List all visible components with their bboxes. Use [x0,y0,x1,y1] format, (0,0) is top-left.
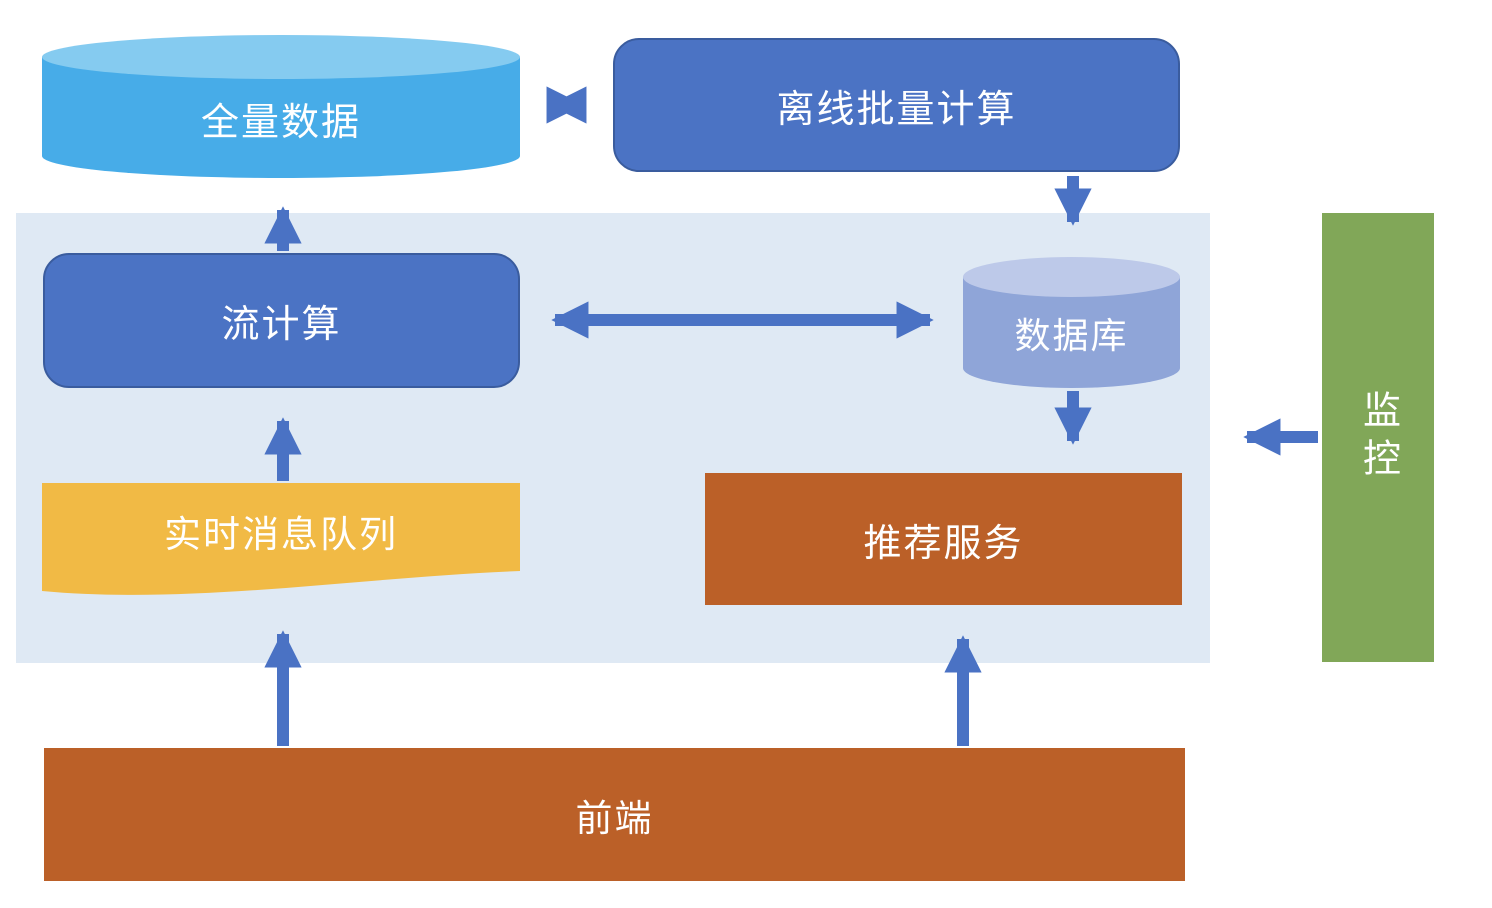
node-monitoring: 监控 [1322,213,1434,662]
node-label: 推荐服务 [863,522,1024,565]
node-label: 前端 [575,797,654,839]
node-realtime-queue: 实时消息队列 [42,483,520,609]
cylinder-shape [42,35,520,178]
node-label: 流计算 [221,304,342,346]
node-label: 监控 [1356,389,1399,486]
wave-shape [42,483,520,595]
node-frontend: 前端 [44,748,1185,881]
cylinder-shape [963,257,1180,388]
node-database: 数据库 [963,257,1180,388]
node-label: 数据库 [1014,314,1129,356]
node-stream-compute: 流计算 [43,253,520,388]
node-label: 实时消息队列 [164,514,398,555]
node-label: 离线批量计算 [776,88,1017,131]
node-label: 全量数据 [200,102,361,144]
node-offline-batch: 离线批量计算 [613,38,1180,172]
node-recommend-service: 推荐服务 [705,473,1182,605]
node-full-data: 全量数据 [42,35,520,178]
